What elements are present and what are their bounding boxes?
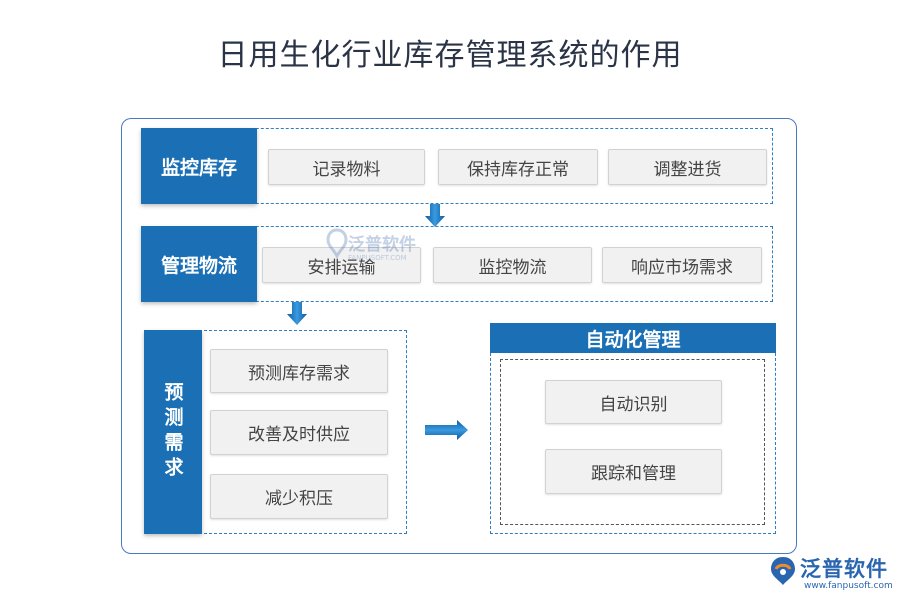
brand-name: 泛普软件 — [800, 557, 888, 581]
item-record-materials: 记录物料 — [268, 149, 425, 185]
section-label-manage-logistics: 管理物流 — [141, 226, 257, 302]
section-label-forecast-demand: 预测需求 — [144, 330, 202, 534]
item-auto-identify: 自动识别 — [545, 380, 722, 424]
item-forecast-inventory-demand: 预测库存需求 — [210, 349, 388, 393]
watermark-text: 泛普软件 — [348, 235, 416, 255]
automation-inner-frame — [500, 359, 765, 525]
item-arrange-transport: 安排运输 — [262, 247, 421, 283]
watermark-logo-icon — [326, 228, 348, 258]
diagram-frame — [121, 118, 797, 554]
arrow-down-icon — [425, 204, 445, 227]
section-label-monitor-inventory: 监控库存 — [141, 128, 257, 204]
item-adjust-purchasing: 调整进货 — [608, 149, 767, 185]
item-reduce-backlog: 减少积压 — [210, 474, 388, 519]
item-keep-inventory-normal: 保持库存正常 — [438, 149, 598, 185]
item-improve-timely-supply: 改善及时供应 — [210, 410, 388, 455]
section-automation — [490, 353, 776, 534]
arrow-down-icon — [287, 302, 307, 325]
watermark-subtext: FANPUSOFT.COM — [348, 254, 407, 262]
item-track-manage: 跟踪和管理 — [545, 449, 722, 494]
item-monitor-logistics: 监控物流 — [433, 247, 592, 283]
brand-logo-icon — [771, 557, 795, 585]
item-respond-market-demand: 响应市场需求 — [602, 247, 762, 283]
brand-logo: 泛普软件 www.fanpusoft.com — [768, 553, 893, 597]
page-title: 日用生化行业库存管理系统的作用 — [217, 38, 683, 73]
watermark: 泛普软件 FANPUSOFT.COM — [326, 226, 426, 280]
arrow-right-icon — [425, 420, 468, 440]
brand-url: www.fanpusoft.com — [804, 581, 893, 591]
section-label-automation: 自动化管理 — [490, 323, 776, 353]
